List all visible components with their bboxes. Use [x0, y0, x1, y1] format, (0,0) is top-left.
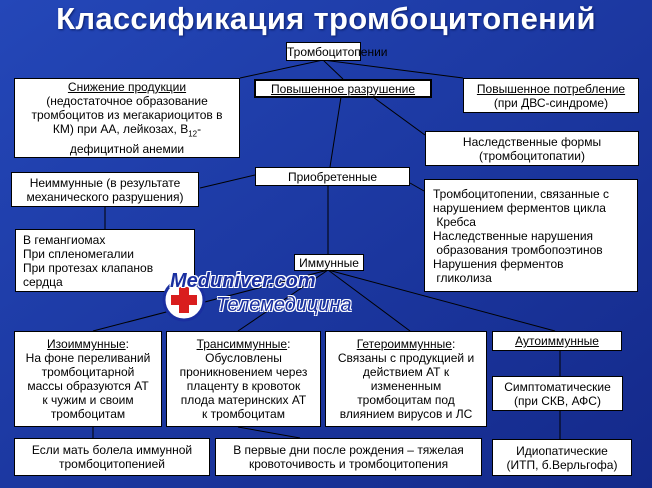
node-acquired: Приобретенные: [255, 167, 410, 186]
node-mother-history: Если мать болела иммунной тромбоцитопени…: [14, 438, 210, 476]
red-cross-circle-icon: [162, 278, 206, 322]
node-isoimmune: Изоиммунные: На фоне переливаний тромбоц…: [14, 331, 162, 427]
node-hereditary-forms: Наследственные формы (тромбоцитопатии): [425, 131, 639, 166]
node-immune: Иммунные: [294, 254, 364, 271]
node-heteroimmune: Гетероиммунные: Связаны с продукцией и д…: [325, 331, 487, 427]
node-nonimmune: Неиммунные (в результате механического р…: [11, 172, 199, 207]
node-increased-consumption: Повышенное потребление (при ДВС-синдроме…: [463, 78, 639, 113]
node-reduced-production: Снижение продукции (недостаточное образо…: [14, 78, 240, 158]
watermark: Meduniver.com Телемедицина: [162, 268, 392, 326]
watermark-tagline: Телемедицина: [216, 294, 352, 316]
node-transimmune: Трансиммунные: Обусловлены проникновение…: [166, 331, 321, 427]
watermark-site: Meduniver.com: [170, 270, 316, 292]
node-newborn-bleeding: В первые дни после рождения – тяжелая кр…: [215, 438, 482, 476]
node-idiopathic: Идиопатические (ИТП, б.Верльгофа): [492, 439, 632, 476]
node-increased-destruction: Повышенное разрушение: [254, 79, 432, 98]
node-thrombocytopenia: Тромбоцитопении: [286, 42, 387, 61]
node-autoimmune: Аутоиммунные: [492, 331, 622, 351]
node-hereditary-list: Тромбоцитопении, связанные с нарушением …: [424, 179, 638, 292]
node-symptomatic: Симптоматические (при СКВ, АФС): [492, 376, 623, 411]
node-mechanical-list: В гемангиомах При спленомегалии При прот…: [15, 229, 195, 292]
page-title: Классификация тромбоцитопений: [56, 1, 596, 36]
